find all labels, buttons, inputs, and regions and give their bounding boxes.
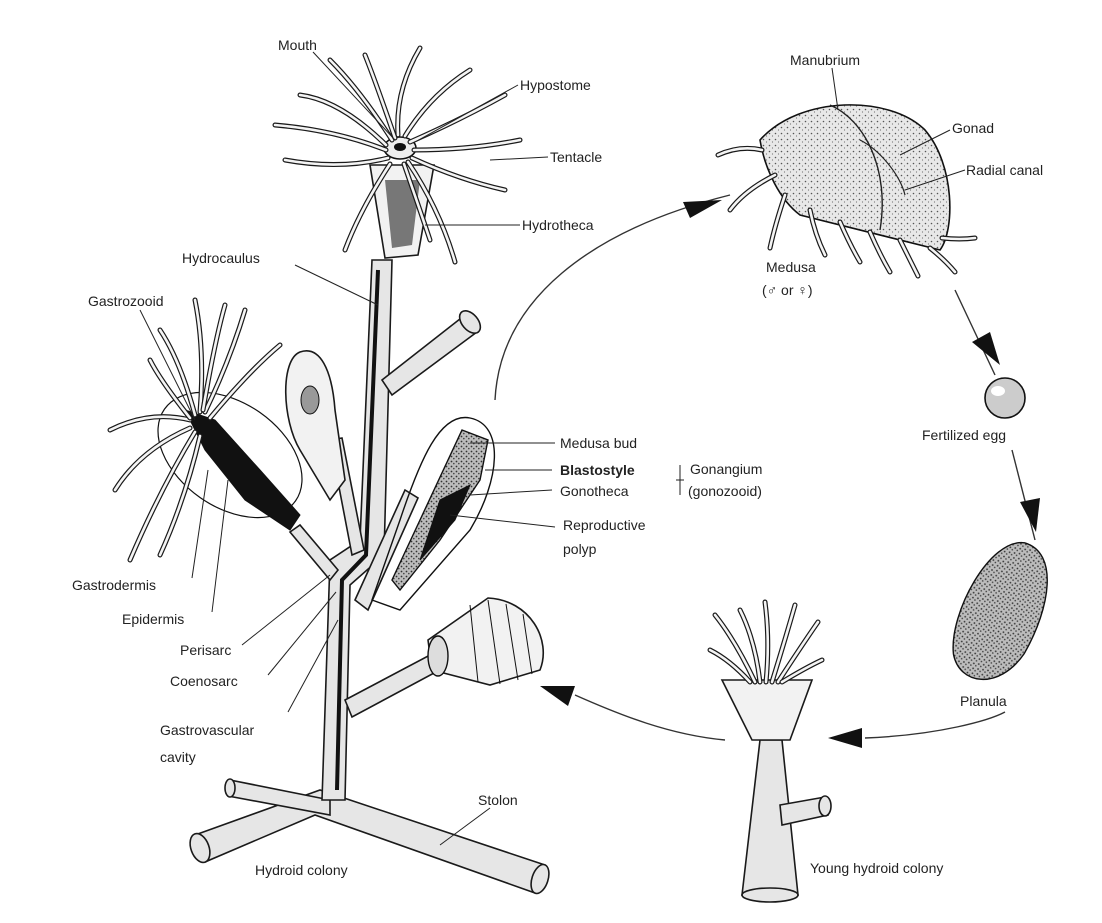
label-coenosarc: Coenosarc <box>170 673 238 689</box>
label-blastostyle: Blastostyle <box>560 462 635 478</box>
label-gastrovascular-cavity-line1: Gastrovascular <box>160 722 254 738</box>
label-medusa-line2: (♂ or ♀) <box>762 282 813 298</box>
label-mouth: Mouth <box>278 37 317 53</box>
hydroid-colony-illustration <box>107 45 550 895</box>
label-gastrodermis: Gastrodermis <box>72 577 156 593</box>
gastrozooid-polyp <box>107 297 303 563</box>
medusa-illustration <box>715 104 978 279</box>
stolon-tube <box>189 778 550 895</box>
label-gonangium-line2: (gonozooid) <box>688 483 762 499</box>
label-gonotheca: Gonotheca <box>560 483 629 499</box>
label-gastrozooid: Gastrozooid <box>88 293 163 309</box>
arrow-path-young-to-colony <box>574 694 726 741</box>
medusa-tentacles <box>715 145 978 279</box>
planula-illustration <box>952 542 1048 681</box>
label-tentacle: Tentacle <box>550 149 602 165</box>
leader-lines <box>139 51 966 846</box>
label-hydrocaulus: Hydrocaulus <box>182 250 260 266</box>
gastrozooid-tentacles <box>107 297 283 563</box>
label-medusa-line1: Medusa <box>766 259 816 275</box>
lower-hydrotheca <box>427 597 545 686</box>
label-reproductive-polyp-line1: Reproductive <box>563 517 646 533</box>
label-gastrovascular-cavity-line2: cavity <box>160 749 196 765</box>
label-stolon: Stolon <box>478 792 518 808</box>
top-hydranth <box>272 45 523 265</box>
label-young-hydroid-colony: Young hydroid colony <box>810 860 943 876</box>
label-hydroid-colony: Hydroid colony <box>255 862 348 878</box>
arrow-path-egg-to-planula <box>1011 449 1036 541</box>
arrow-path-colony-to-medusa <box>494 194 731 401</box>
label-medusa-bud: Medusa bud <box>560 435 637 451</box>
label-epidermis: Epidermis <box>122 611 184 627</box>
label-gonangium-line1: Gonangium <box>690 461 762 477</box>
arrow-path-medusa-to-egg <box>954 289 996 376</box>
label-hydrotheca: Hydrotheca <box>522 217 594 233</box>
gonangium <box>371 416 496 611</box>
label-hypostome: Hypostome <box>520 77 591 93</box>
label-fertilized-egg: Fertilized egg <box>922 427 1006 443</box>
fertilized-egg-illustration <box>984 377 1026 419</box>
young-colony-tentacles <box>707 599 825 685</box>
arrowhead-to-colony <box>540 686 575 706</box>
arrowhead-to-young <box>828 728 862 748</box>
label-perisarc: Perisarc <box>180 642 231 658</box>
arrowhead-to-medusa <box>683 200 722 218</box>
label-radial-canal: Radial canal <box>966 162 1043 178</box>
life-cycle-arrows <box>494 194 1040 748</box>
labels: Mouth Hypostome Tentacle Hydrotheca Hydr… <box>72 37 1043 878</box>
polyp-bud <box>285 350 346 502</box>
arrow-path-planula-to-young <box>864 711 1006 739</box>
label-gonad: Gonad <box>952 120 994 136</box>
top-tentacles <box>272 45 523 265</box>
young-colony-illustration <box>707 599 832 903</box>
label-planula: Planula <box>960 693 1007 709</box>
label-reproductive-polyp-line2: polyp <box>563 541 597 557</box>
main-stalk <box>288 259 482 801</box>
label-manubrium: Manubrium <box>790 52 860 68</box>
arrowhead-to-egg <box>972 332 1000 365</box>
arrowhead-to-planula <box>1020 498 1040 532</box>
